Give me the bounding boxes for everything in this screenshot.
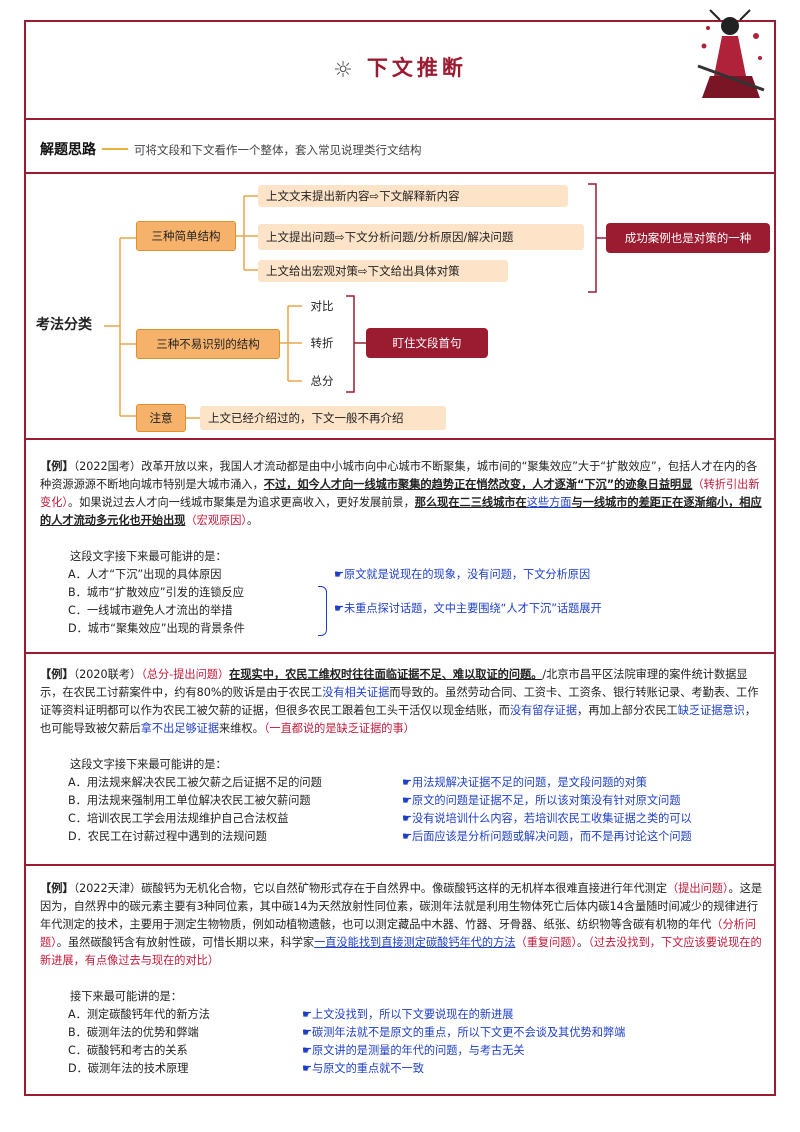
- simple-item-1: 上文文末提出新内容⇨下文解释新内容: [258, 185, 568, 207]
- passage-highlight: 这些方面: [526, 496, 572, 509]
- passage-note: （重复问题）: [515, 936, 578, 949]
- example-tag: 【例】: [40, 668, 74, 681]
- simple-item-2: 上文提出问题⇨下文分析问题/分析原因/解决问题: [258, 224, 584, 250]
- approach-heading: 解题思路: [40, 142, 96, 158]
- option-a: A．人才“下沉”出现的具体原因: [68, 568, 222, 581]
- dash-line: [102, 148, 128, 150]
- classify-root: 考法分类: [36, 317, 92, 333]
- attention-text: 上文已经介绍过的，下文一般不再介绍: [200, 406, 446, 430]
- annotation-a: ☛上文没找到，所以下文要说现在的新进展: [302, 1008, 514, 1021]
- passage-text: （2020联考）: [73, 668, 142, 681]
- passage-key-text: 那么现在二三线城市在: [414, 496, 527, 509]
- passage-text: 。如果说过去人才向一线城市聚集是为追求更高收入，更好发展前景，: [67, 496, 415, 509]
- hard-note: 盯住文段首句: [366, 328, 488, 358]
- option-d: D．农民工在讨薪过程中遇到的法规问题: [68, 830, 267, 843]
- annotation-a: ☛用法规解决证据不足的问题，是文段问题的对策: [402, 776, 647, 789]
- simple-structures-node: 三种简单结构: [136, 221, 236, 251]
- passage-note: （一直都说的是缺乏证据的事）: [263, 722, 415, 735]
- divider: [24, 438, 776, 440]
- example-tag: 【例】: [40, 882, 74, 895]
- annotation-c: ☛没有说培训什么内容，若培训农民工收集证据之类的可以: [402, 812, 692, 825]
- annotation-c: ☛原文讲的是测量的年代的问题，与考古无关: [302, 1044, 525, 1057]
- hard-item-general: 总分: [310, 374, 334, 388]
- passage-text: 。: [577, 936, 589, 949]
- sun-icon: ☼: [333, 58, 353, 83]
- approach-text: 可将文段和下文看作一个整体，套入常见说理类行文结构: [134, 143, 422, 157]
- annotation-d: ☛后面应该是分析问题或解决问题，而不是再讨论这个问题: [402, 830, 692, 843]
- brace: [318, 586, 327, 636]
- attention-node: 注意: [136, 404, 186, 432]
- option-d: D．城市“聚集效应”出现的背景条件: [68, 622, 245, 635]
- passage-text: 。虽然碳酸钙含有放射性碳，可惜长期以来，科学家: [56, 936, 315, 949]
- example-1-passage: 【例】（2022国考）改革开放以来，我国人才流动都是由中小城市向中心城市不断聚集…: [40, 458, 764, 530]
- option-d: D．碳测年法的技术原理: [68, 1062, 189, 1075]
- passage-note: （宏观原因）: [185, 514, 247, 527]
- option-c: C．碳酸钙和考古的关系: [68, 1044, 188, 1057]
- passage-text: 来维权。: [219, 722, 264, 735]
- simple-note: 成功案例也是对策的一种: [606, 223, 770, 253]
- character-illustration: [697, 9, 765, 98]
- example-3-passage: 【例】（2022天津）碳酸钙为无机化合物，它以自然矿物形式存在于自然界中。像碳酸…: [40, 880, 764, 970]
- title-row: ☼ 下文推断: [0, 52, 800, 83]
- passage-key-text: 在现实中，农民工维权时往往面临证据不足、难以取证的问题。: [229, 668, 543, 681]
- passage-text: 而导致的。虽然劳动合同、工资卡、工资条、银行转账记录、考勤表、工作证等资料证明都…: [40, 686, 759, 717]
- option-a: A．测定碳酸钙年代的新方法: [68, 1008, 210, 1021]
- divider: [24, 652, 776, 654]
- option-b: B．城市“扩散效应”引发的连锁反应: [68, 586, 244, 599]
- option-b: B．用法规来强制用工单位解决农民工被欠薪问题: [68, 794, 311, 807]
- annotation-d: ☛与原文的重点就不一致: [302, 1062, 424, 1075]
- annotation-bcd: ☛未重点探讨话题，文中主要围绕“人才下沉”话题展开: [334, 602, 602, 615]
- divider: [24, 864, 776, 866]
- option-a: A．用法规来解决农民工被欠薪之后证据不足的问题: [68, 776, 322, 789]
- passage-note: （总分-提出问题）: [141, 668, 230, 681]
- divider: [24, 118, 776, 120]
- annotation-b: ☛碳测年法就不是原文的重点，所以下文更不会谈及其优势和弊端: [302, 1026, 626, 1039]
- passage-highlight: 缺乏证据意识: [677, 704, 745, 717]
- page-title: 下文推断: [366, 56, 467, 80]
- passage-text: ，也可能导致被欠薪后: [40, 704, 757, 735]
- passage-text: /北京市昌平区法院审理的案件统计数据显示，在农民工讨薪案件中，约有80%的败诉是…: [40, 668, 748, 699]
- passage-text: ，再加上部分农民工: [577, 704, 678, 717]
- passage-highlight: 拿不出足够证据: [140, 722, 220, 735]
- option-c: C．一线城市避免人才流出的举措: [68, 604, 233, 617]
- divider: [24, 172, 776, 174]
- passage-key-text: 与一线城市的差距正在逐渐缩小，相应的人才流动多元化也开始出现: [40, 496, 762, 527]
- passage-text: （2022天津）碳酸钙为无机化合物，它以自然矿物形式存在于自然界中。像碳酸钙这样…: [73, 882, 668, 895]
- approach-row: 解题思路 可将文段和下文看作一个整体，套入常见说理类行文结构: [40, 139, 422, 159]
- passage-text: （2022国考）改革开放以来，我国人才流动都是由中小城市向中心城市不断聚集，城市…: [40, 460, 758, 491]
- example-2-passage: 【例】（2020联考）（总分-提出问题）在现实中，农民工维权时往往面临证据不足、…: [40, 666, 764, 738]
- passage-note: （过去没找到，下文应该要说现在的新进展，有点像过去与现在的对比）: [40, 936, 762, 967]
- passage-key-text: 不过，如今人才向一线城市聚集的趋势正在悄然改变，人才逐渐“下沉”的迹象日益明显: [263, 478, 693, 491]
- passage-note: （分析问题）: [40, 918, 757, 949]
- hard-structures-node: 三种不易识别的结构: [136, 329, 280, 359]
- annotation-a: ☛原文就是说现在的现象，没有问题，下文分析原因: [334, 568, 591, 581]
- passage-note: （提出问题）: [667, 882, 729, 895]
- question-stem: 这段文字接下来最可能讲的是：: [70, 550, 227, 563]
- question-stem: 接下来最可能讲的是：: [70, 990, 182, 1003]
- passage-note: （转折引出新变化）: [40, 478, 760, 509]
- annotation-b: ☛原文的问题是证据不足，所以该对策没有针对原文问题: [402, 794, 681, 807]
- option-b: B．碳测年法的优势和弊端: [68, 1026, 199, 1039]
- passage-highlight: 没有相关证据: [322, 686, 390, 699]
- page-frame: [24, 20, 776, 1096]
- passage-text: 。这是因为，自然界中的碳元素主要有3种同位素，其中碳14为天然放射性同位素，碳测…: [40, 882, 763, 931]
- passage-highlight: 一直没能找到直接测定碳酸钙年代的方法: [314, 936, 516, 949]
- passage-text: 。: [246, 514, 259, 527]
- hard-item-turn: 转折: [310, 336, 334, 350]
- example-tag: 【例】: [40, 460, 74, 473]
- question-stem: 这段文字接下来最可能讲的是：: [70, 758, 227, 771]
- simple-item-3: 上文给出宏观对策⇨下文给出具体对策: [258, 260, 508, 282]
- passage-highlight: 没有留存证据: [509, 704, 578, 717]
- hard-item-contrast: 对比: [310, 299, 334, 313]
- option-c: C．培训农民工学会用法规维护自己合法权益: [68, 812, 289, 825]
